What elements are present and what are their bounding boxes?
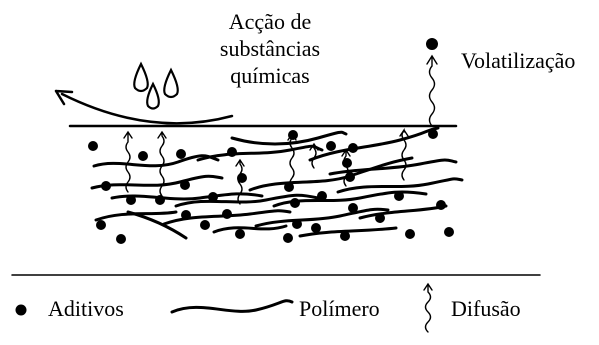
additive-dot — [284, 182, 294, 192]
additive-dot — [436, 200, 446, 210]
legend-diffusion-label: Difusão — [451, 296, 521, 321]
polymer-chain — [90, 174, 224, 190]
legend-polymer-icon — [170, 299, 294, 314]
chemical-action-label-line3: químicas — [230, 63, 310, 88]
legend-diffusion-icon — [423, 282, 433, 333]
additive-dot — [227, 147, 237, 157]
additive-dot — [208, 192, 218, 202]
polymer-chain — [196, 144, 324, 162]
volatilization-label: Volatilização — [461, 48, 576, 73]
legend-additives-label: Aditivos — [48, 296, 124, 321]
polymer-chain — [212, 224, 288, 234]
additive-dot — [237, 173, 247, 183]
legend-additive-dot — [15, 304, 27, 316]
additive-dot — [394, 191, 404, 201]
polymer-chain — [336, 177, 464, 194]
additive-dot — [176, 149, 186, 159]
additive-dot — [101, 181, 111, 191]
additive-dot — [292, 219, 302, 229]
chemical-action-label-line1: Acção de — [228, 9, 312, 34]
additive-dot — [340, 231, 350, 241]
chemical-action-label: Acção de substâncias químicas — [210, 8, 330, 89]
additive-dot — [283, 233, 293, 243]
additive-dot — [326, 141, 336, 151]
diffusion-squiggle — [309, 142, 319, 169]
additive-dot — [222, 209, 232, 219]
drop-icon — [146, 81, 160, 110]
additive-dot — [444, 227, 454, 237]
polymer-chain — [110, 192, 264, 201]
additive-dot — [317, 191, 327, 201]
drop-icon — [133, 61, 149, 93]
volatilization-squiggle — [426, 54, 438, 127]
additive-dot — [348, 143, 358, 153]
additive-dot — [155, 195, 165, 205]
diffusion-squiggle — [235, 158, 245, 205]
polymer-chain — [328, 158, 458, 176]
additive-dot — [96, 220, 106, 230]
chemical-action-arrow — [60, 92, 234, 125]
additive-dot — [288, 130, 298, 140]
polymer-chain — [230, 130, 348, 146]
additive-dot — [235, 229, 245, 239]
additive-dot — [138, 151, 148, 161]
legend-polymer-label: Polímero — [299, 296, 380, 321]
additive-dot — [345, 172, 355, 182]
additive-dot — [180, 180, 190, 190]
additive-dot — [348, 203, 358, 213]
volatilized-additive-dot — [426, 38, 438, 50]
diffusion-squiggle — [399, 128, 409, 181]
polymer-chain — [358, 204, 448, 220]
additive-dot — [88, 141, 98, 151]
chemical-action-arrowhead — [54, 89, 74, 106]
additive-dot — [116, 234, 126, 244]
polymer-chain — [308, 126, 440, 162]
drop-icon — [163, 67, 179, 99]
additive-dot — [126, 195, 136, 205]
additive-dot — [290, 198, 300, 208]
chemical-drops — [133, 61, 179, 110]
additive-dot — [200, 220, 210, 230]
additive-dot — [375, 213, 385, 223]
polymer-chain — [126, 210, 188, 240]
diffusion-squiggle — [123, 130, 133, 193]
additive-particles — [15, 38, 454, 316]
additive-dot — [181, 210, 191, 220]
diffusion-squiggle — [157, 130, 167, 197]
chemical-action-label-line2: substâncias — [219, 36, 321, 61]
polymer-chain — [174, 193, 320, 208]
additive-dot — [428, 129, 438, 139]
additive-dot — [342, 158, 352, 168]
additive-dot — [311, 223, 321, 233]
polymer-chain — [254, 207, 390, 228]
additive-dot — [405, 229, 415, 239]
polymer-chains — [90, 126, 464, 240]
